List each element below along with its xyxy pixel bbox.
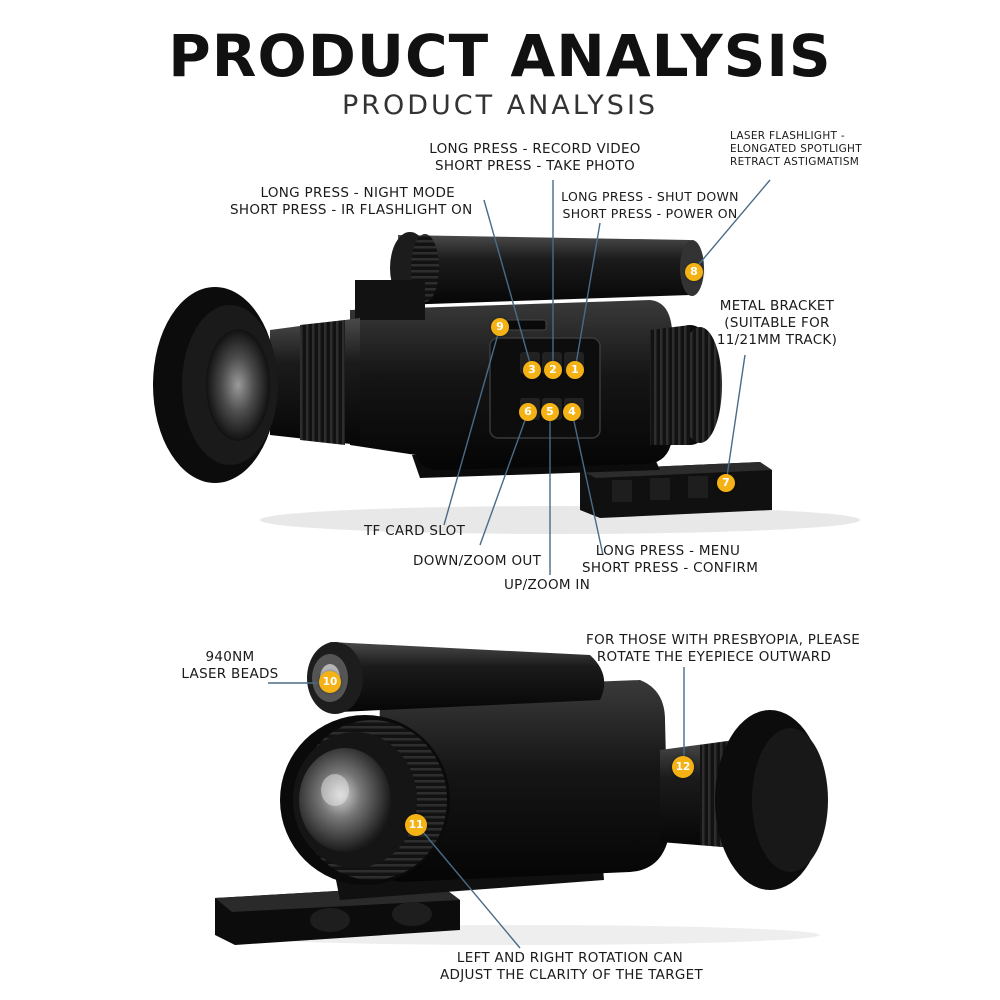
badge-9: 9 xyxy=(491,318,509,336)
badge-1: 1 xyxy=(566,361,584,379)
badge-8: 8 xyxy=(685,263,703,281)
badge-11: 11 xyxy=(405,814,427,836)
page-subtitle: PRODUCT ANALYSIS xyxy=(341,90,659,121)
badge-7: 7 xyxy=(717,474,735,492)
badge-2: 2 xyxy=(544,361,562,379)
callout-tf-card-slot: TF CARD SLOT xyxy=(364,523,466,539)
badge-6: 6 xyxy=(519,403,537,421)
page-title: PRODUCT ANALYSIS xyxy=(168,22,832,90)
badge-4: 4 xyxy=(563,403,581,421)
badge-12: 12 xyxy=(672,756,694,778)
callout-down-zoom-out: DOWN/ZOOM OUT xyxy=(413,553,542,569)
badge-5: 5 xyxy=(541,403,559,421)
badge-10: 10 xyxy=(319,671,341,693)
badge-3: 3 xyxy=(523,361,541,379)
callout-up-zoom-in: UP/ZOOM IN xyxy=(504,577,591,593)
